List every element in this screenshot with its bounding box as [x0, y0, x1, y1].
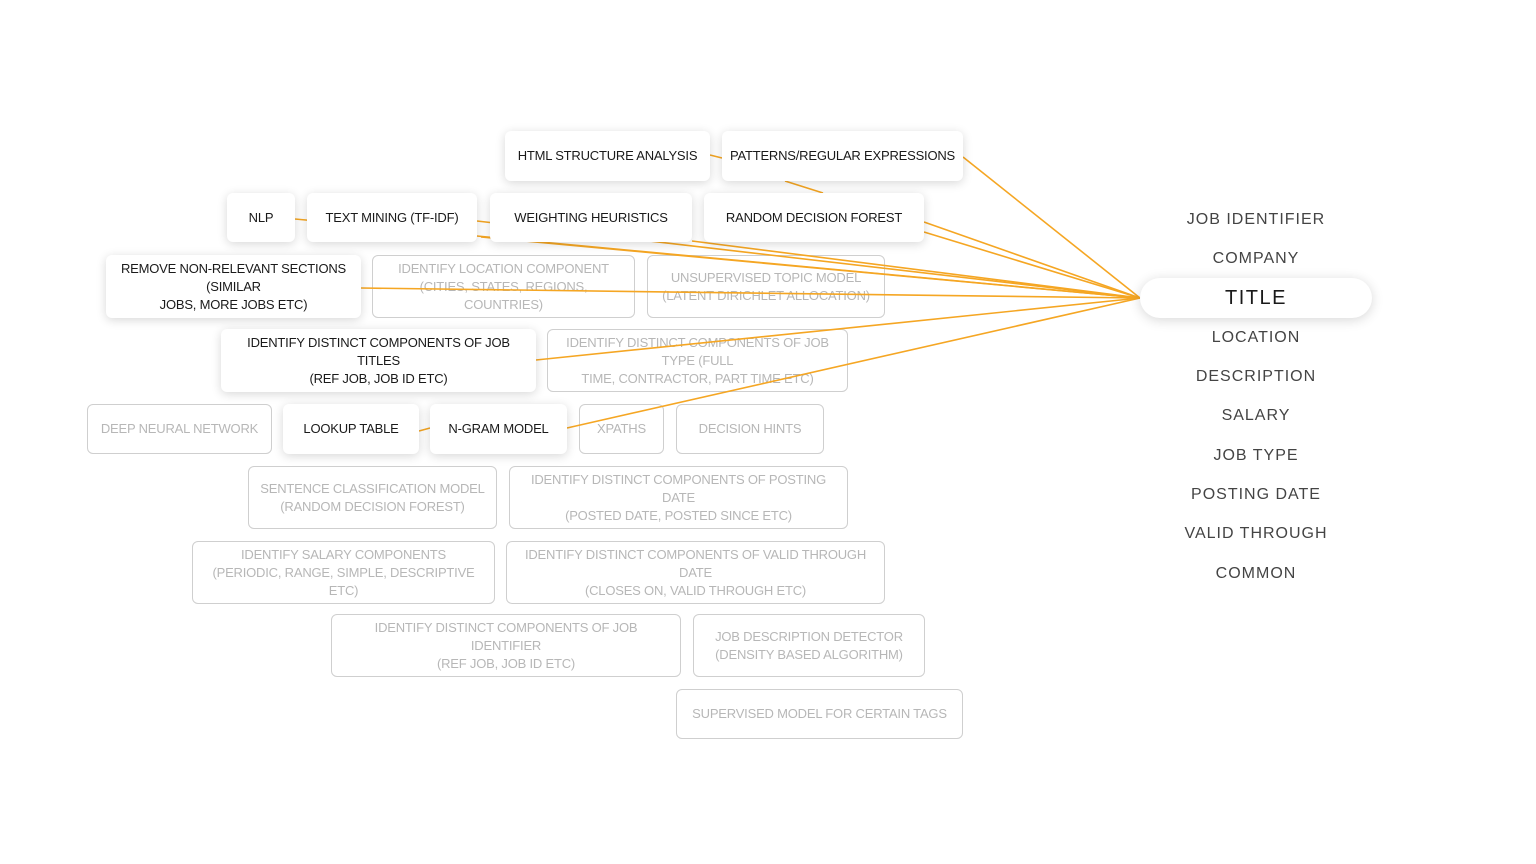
method-random-decision-forest[interactable]: RANDOM DECISION FOREST — [704, 193, 924, 242]
connector-link — [418, 427, 431, 432]
field-salary[interactable]: SALARY — [1221, 407, 1291, 424]
field-common[interactable]: COMMON — [1215, 565, 1297, 582]
field-description[interactable]: DESCRIPTION — [1195, 368, 1317, 385]
field-company[interactable]: COMPANY — [1212, 250, 1300, 267]
connector-link — [784, 180, 824, 194]
connector-line — [962, 156, 1141, 299]
method-xpaths[interactable]: XPATHS — [579, 404, 664, 454]
method-remove-non-relevant-sections[interactable]: REMOVE NON-RELEVANT SECTIONS (SIMILAR JO… — [106, 255, 361, 318]
connector-link — [709, 154, 723, 159]
method-patterns-regular-expressions[interactable]: PATTERNS/REGULAR EXPRESSIONS — [722, 131, 963, 181]
field-job-type[interactable]: JOB TYPE — [1213, 447, 1299, 464]
method-sentence-classification-model[interactable]: SENTENCE CLASSIFICATION MODEL (RANDOM DE… — [248, 466, 497, 529]
field-valid-through[interactable]: VALID THROUGH — [1184, 525, 1328, 542]
method-identify-job-title-components[interactable]: IDENTIFY DISTINCT COMPONENTS OF JOB TITL… — [221, 329, 536, 392]
method-job-description-detector[interactable]: JOB DESCRIPTION DETECTOR (DENSITY BASED … — [693, 614, 925, 677]
method-unsupervised-topic-model[interactable]: UNSUPERVISED TOPIC MODEL (LATENT DIRICHL… — [647, 255, 885, 318]
connector-line — [923, 231, 1141, 299]
method-weighting-heuristics[interactable]: WEIGHTING HEURISTICS — [490, 193, 692, 242]
method-html-structure-analysis[interactable]: HTML STRUCTURE ANALYSIS — [505, 131, 710, 181]
method-identify-valid-through-components[interactable]: IDENTIFY DISTINCT COMPONENTS OF VALID TH… — [506, 541, 885, 604]
method-n-gram-model[interactable]: N-GRAM MODEL — [430, 404, 567, 454]
method-lookup-table[interactable]: LOOKUP TABLE — [283, 404, 419, 454]
connector-line — [923, 221, 1141, 299]
method-identify-posting-date-components[interactable]: IDENTIFY DISTINCT COMPONENTS OF POSTING … — [509, 466, 848, 529]
method-identify-location-component[interactable]: IDENTIFY LOCATION COMPONENT (CITIES, STA… — [372, 255, 635, 318]
method-identify-job-identifier-components[interactable]: IDENTIFY DISTINCT COMPONENTS OF JOB IDEN… — [331, 614, 681, 677]
method-nlp[interactable]: NLP — [227, 193, 295, 242]
field-location[interactable]: LOCATION — [1211, 329, 1301, 346]
method-decision-hints[interactable]: DECISION HINTS — [676, 404, 824, 454]
field-posting-date[interactable]: POSTING DATE — [1191, 486, 1321, 503]
method-identify-salary-components[interactable]: IDENTIFY SALARY COMPONENTS (PERIODIC, RA… — [192, 541, 495, 604]
field-title[interactable]: TITLE — [1140, 278, 1372, 318]
method-supervised-model[interactable]: SUPERVISED MODEL FOR CERTAIN TAGS — [676, 689, 963, 739]
method-identify-job-type-components[interactable]: IDENTIFY DISTINCT COMPONENTS OF JOB TYPE… — [547, 329, 848, 392]
method-text-mining[interactable]: TEXT MINING (TF-IDF) — [307, 193, 477, 242]
field-job-identifier[interactable]: JOB IDENTIFIER — [1186, 211, 1326, 228]
method-deep-neural-network[interactable]: DEEP NEURAL NETWORK — [87, 404, 272, 454]
